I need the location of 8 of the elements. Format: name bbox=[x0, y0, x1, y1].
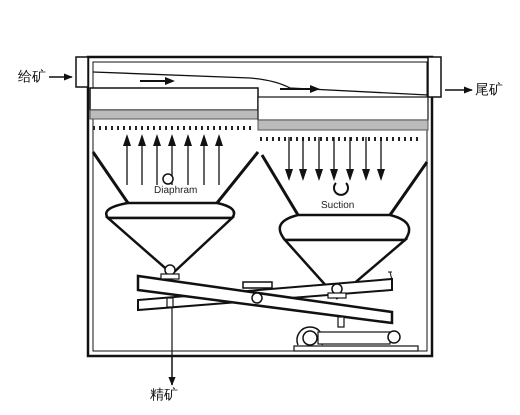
part-label: Diaphram bbox=[153, 186, 198, 196]
part-label: Suction bbox=[320, 201, 356, 211]
label-text: 精矿 bbox=[150, 388, 178, 402]
arrow bbox=[49, 73, 73, 81]
label-text: 给矿 bbox=[18, 70, 46, 84]
label-text: 尾矿 bbox=[475, 83, 503, 97]
arrow bbox=[445, 86, 473, 94]
arrow bbox=[168, 356, 176, 386]
